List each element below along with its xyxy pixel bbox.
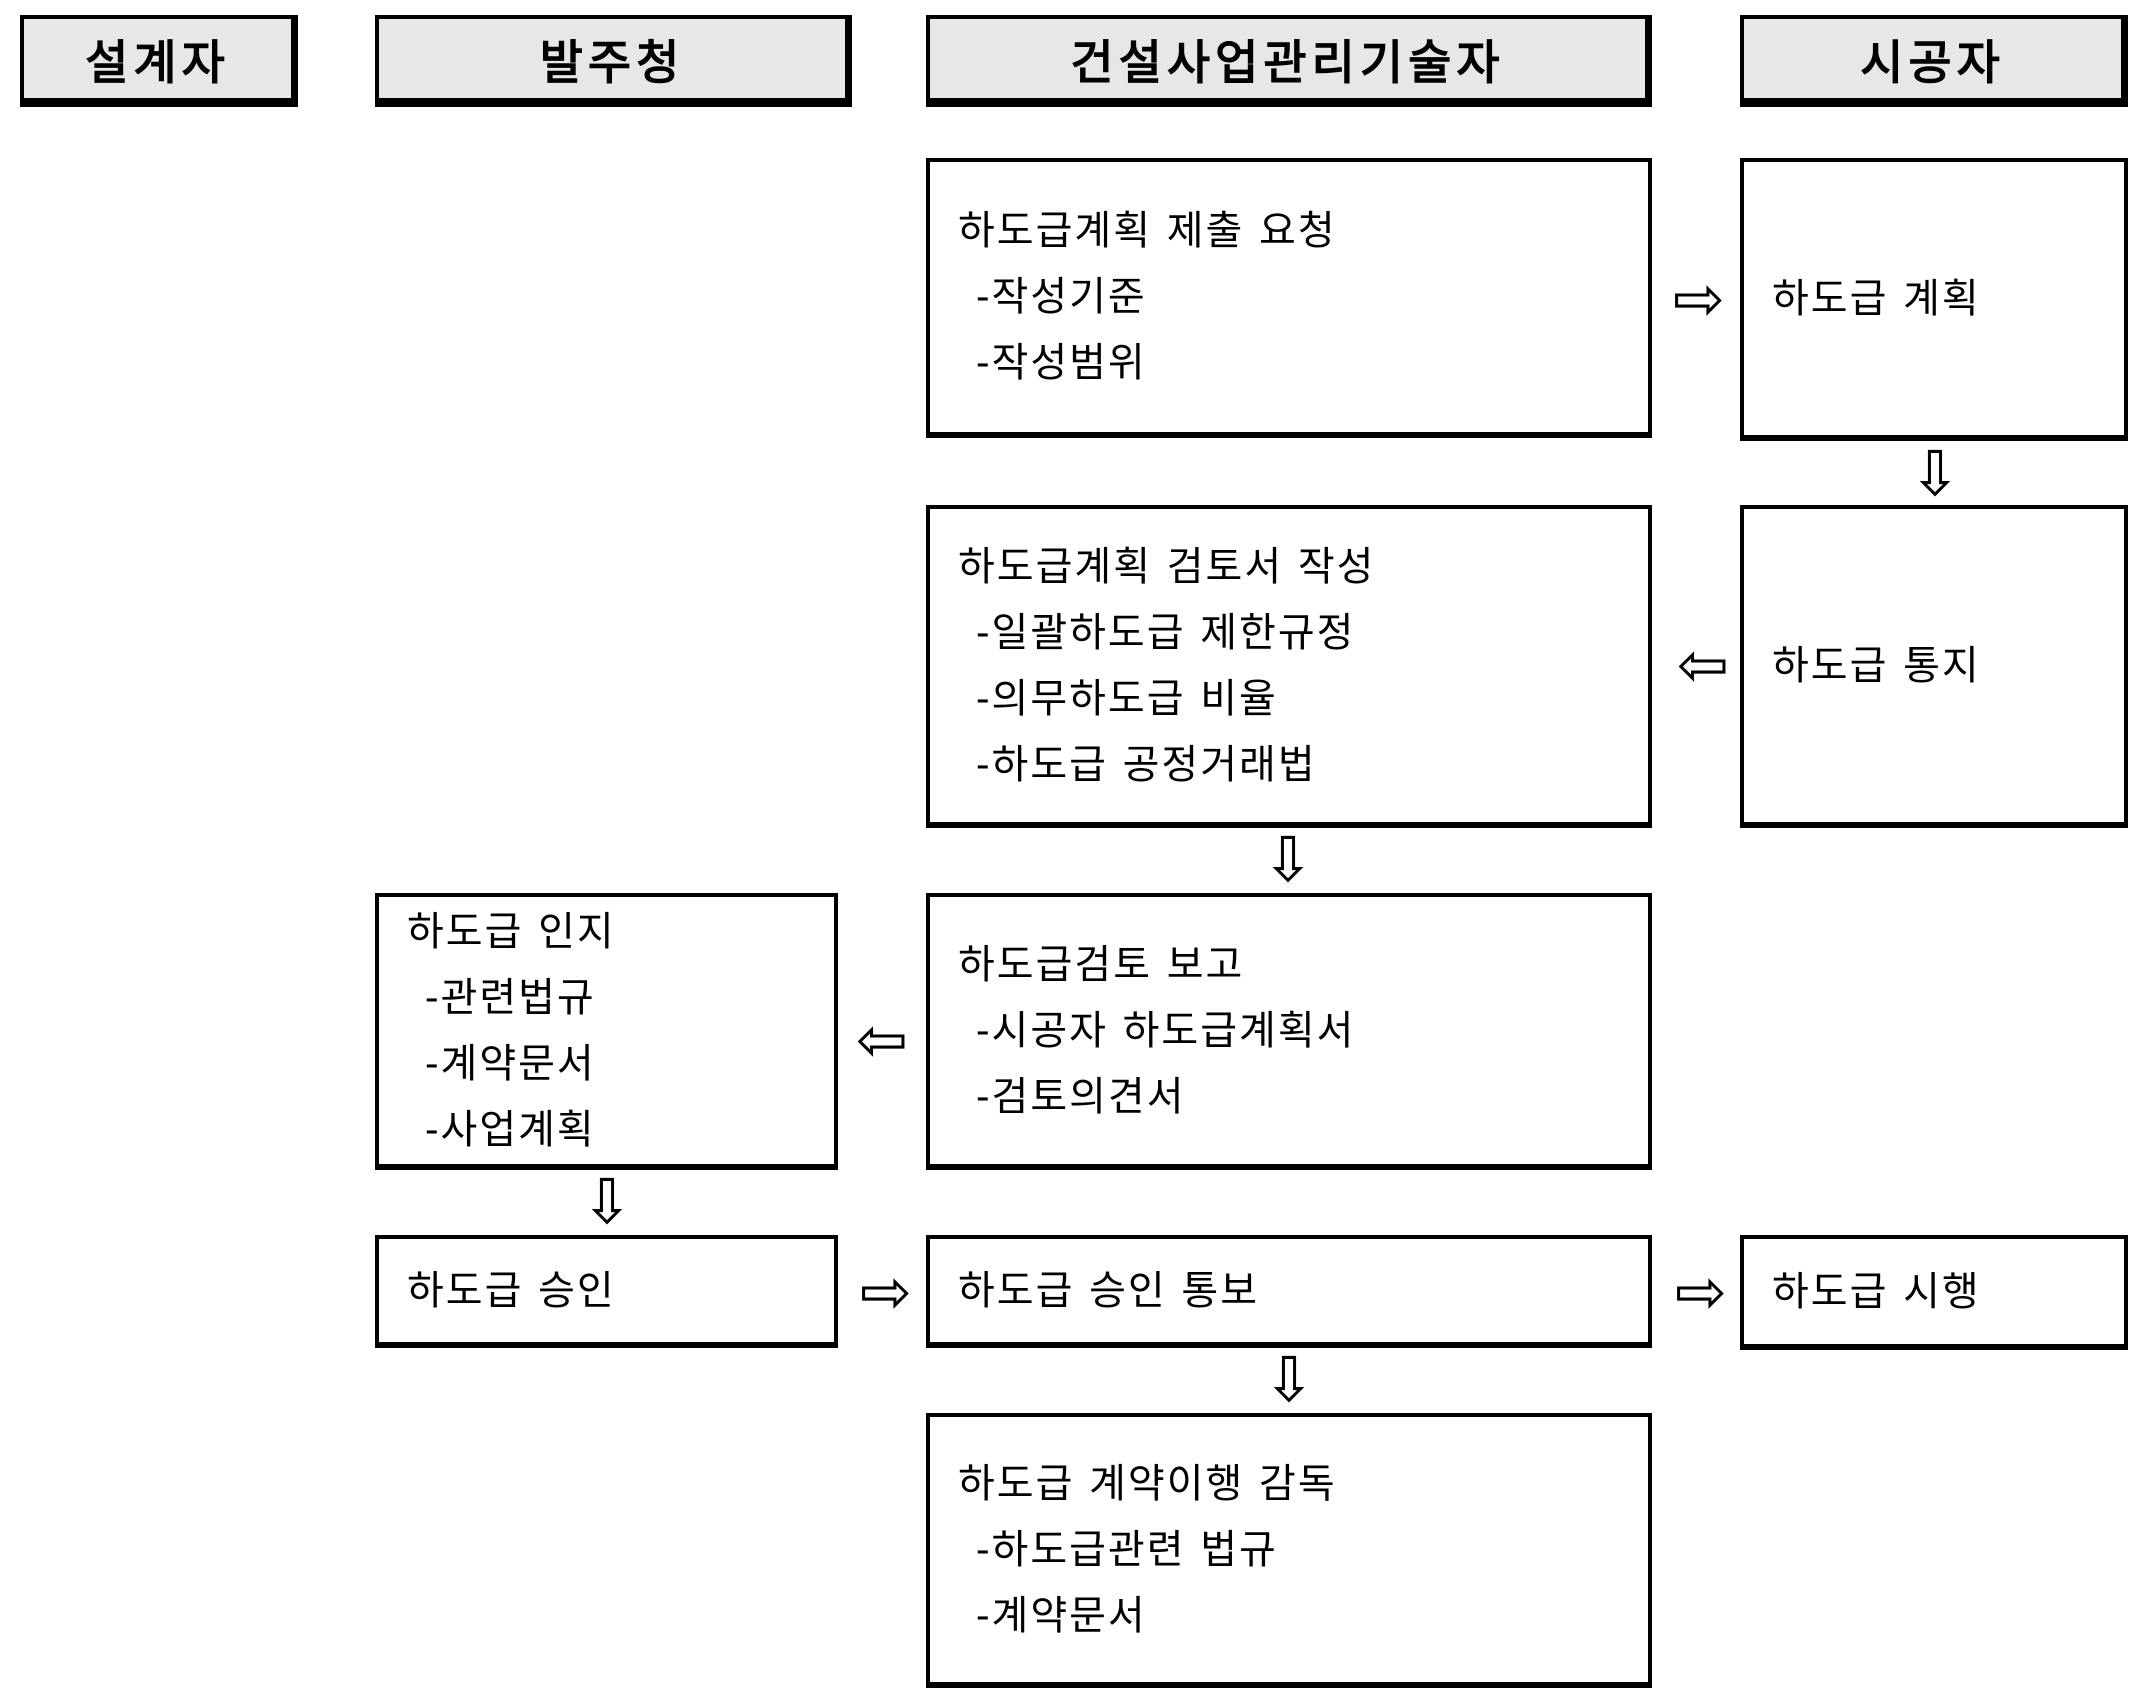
arrow-recognition-to-approval-icon: ⇩ (581, 1165, 633, 1238)
box-review-prepare: 하도급계획 검토서 작성 -일괄하도급 제한규정 -의무하도급 비율 -하도급 … (926, 505, 1652, 828)
arrow-notification-to-execution-icon: ⇨ (1675, 1255, 1727, 1328)
box-line: -관련법규 (425, 974, 596, 1021)
box-line: -의무하도급 비율 (976, 675, 1278, 722)
box-line: -검토의견서 (976, 1073, 1186, 1120)
arrow-plan-to-notice-icon: ⇩ (1909, 437, 1961, 510)
box-subcontract-execution: 하도급 시행 (1740, 1235, 2128, 1350)
column-header-label: 설계자 (85, 36, 230, 91)
box-line: 하도급 계약이행 감독 (958, 1460, 1337, 1507)
box-line: -계약문서 (425, 1040, 596, 1087)
box-approval-notification: 하도급 승인 통보 (926, 1235, 1652, 1348)
arrow-notice-to-review-icon: ⇦ (1677, 628, 1729, 701)
box-subcontract-recognition: 하도급 인지 -관련법규 -계약문서 -사업계획 (375, 893, 838, 1170)
arrow-notification-to-supervision-icon: ⇩ (1263, 1343, 1315, 1416)
column-header-ordering-agency: 발주청 (375, 15, 852, 107)
box-line: -하도급 공정거래법 (976, 741, 1317, 788)
box-line: -계약문서 (976, 1592, 1147, 1639)
box-subcontract-plan: 하도급 계획 (1740, 158, 2128, 441)
column-header-designer: 설계자 (20, 15, 298, 107)
box-line: 하도급검토 보고 (958, 941, 1245, 988)
box-line: 하도급 인지 (407, 908, 616, 955)
box-line: 하도급 계획 (1772, 275, 1981, 322)
box-subcontract-approval: 하도급 승인 (375, 1235, 838, 1348)
box-line: -시공자 하도급계획서 (976, 1007, 1356, 1054)
arrow-review-to-report-icon: ⇩ (1262, 823, 1314, 896)
box-line: 하도급 승인 통보 (958, 1267, 1260, 1314)
box-contract-supervision: 하도급 계약이행 감독 -하도급관련 법규 -계약문서 (926, 1413, 1652, 1688)
arrow-submit-request-to-plan-icon: ⇨ (1673, 262, 1725, 335)
column-header-contractor: 시공자 (1740, 15, 2128, 107)
box-review-report: 하도급검토 보고 -시공자 하도급계획서 -검토의견서 (926, 893, 1652, 1170)
arrow-approval-to-notification-icon: ⇨ (860, 1255, 912, 1328)
box-line: 하도급계획 검토서 작성 (958, 543, 1376, 590)
box-line: -작성기준 (976, 274, 1147, 320)
box-subcontract-notice: 하도급 통지 (1740, 505, 2128, 828)
box-submit-request: 하도급계획 제출 요청 -작성기준 -작성범위 (926, 158, 1652, 438)
box-line: 하도급 승인 (407, 1267, 616, 1314)
box-line: 하도급 시행 (1772, 1268, 1981, 1315)
column-header-label: 발주청 (539, 36, 685, 91)
box-line: -작성범위 (976, 340, 1147, 386)
column-header-cm-engineer: 건설사업관리기술자 (926, 15, 1652, 107)
box-line: 하도급계획 제출 요청 (958, 208, 1337, 254)
box-line: -하도급관련 법규 (976, 1526, 1278, 1573)
box-line: 하도급 통지 (1772, 642, 1981, 689)
box-line: -일괄하도급 제한규정 (976, 609, 1356, 656)
column-header-label: 건설사업관리기술자 (1070, 36, 1505, 91)
box-line: -사업계획 (425, 1106, 596, 1153)
column-header-label: 시공자 (1860, 36, 2005, 91)
arrow-report-to-recognition-icon: ⇦ (856, 1003, 908, 1076)
